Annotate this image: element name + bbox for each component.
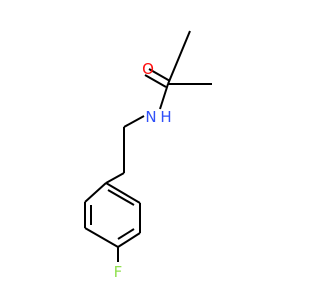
bond-carbonyl-2 [144,74,167,88]
ring-inner-bond-1 [107,189,135,206]
bond-ch-ch3-left [167,30,191,85]
ring-bond-6 [84,182,107,203]
hydrogen-atom-label: H [160,108,171,126]
bond-carbonyl-1 [148,68,171,82]
nitrogen-atom-label: N [145,108,156,126]
bond-lines [84,30,212,262]
oxygen-atom-label: O [142,60,154,78]
structure-diagram: O N H F [84,30,212,281]
ring-bond-1 [105,182,141,204]
ring-inner-bond-2 [117,228,135,240]
bond-chain-2 [105,172,125,184]
fluorine-atom-label: F [114,263,123,281]
bond-carbonyl-nitrogen [159,83,169,110]
ring-bond-4 [84,227,119,248]
ring-bond-3 [117,232,141,248]
bond-nitrogen-chain [123,115,145,128]
